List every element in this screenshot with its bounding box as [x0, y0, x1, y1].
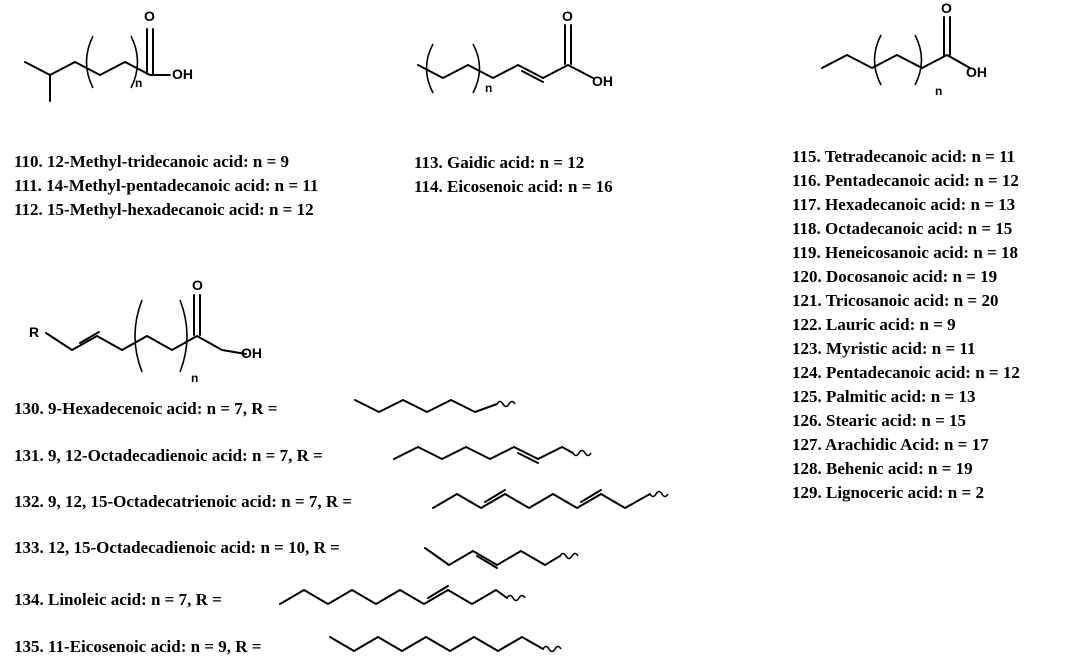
compound-126: 126. Stearic acid: n = 15 [792, 411, 966, 430]
saturated-chain-bonds [821, 54, 971, 69]
compound-127: 127. Arachidic Acid: n = 17 [792, 435, 989, 454]
repeat-n-label: n [135, 76, 142, 90]
oxygen-label: O [192, 277, 203, 293]
r-group-134-structure [279, 585, 526, 605]
compound-133: 133. 12, 15-Octadecadienoic acid: n = 10… [14, 538, 340, 557]
compound-118: 118. Octadecanoic acid: n = 15 [792, 219, 1012, 238]
unsaturated-acid-structure: O OH n [417, 8, 613, 95]
compound-123: 123. Myristic acid: n = 11 [792, 339, 975, 358]
compound-120: 120. Docosanoic acid: n = 19 [792, 267, 997, 286]
r-substituted-acid-structure: R O OH n [29, 277, 262, 385]
compound-130: 130. 9-Hexadecenoic acid: n = 7, R = [14, 399, 277, 418]
r-group-130-structure [354, 399, 516, 413]
compound-134: 134. Linoleic acid: n = 7, R = [14, 590, 222, 609]
compound-132: 132. 9, 12, 15-Octadecatrienoic acid: n … [14, 492, 352, 511]
repeat-n-label: n [935, 84, 942, 98]
hydroxyl-label: OH [241, 345, 262, 361]
compound-115: 115. Tetradecanoic acid: n = 11 [792, 147, 1015, 166]
repeat-bracket-left [425, 43, 434, 94]
r-group-131-structure [393, 446, 592, 464]
repeat-bracket-left [134, 299, 143, 373]
unsaturated-compound-list: 113. Gaidic acid: n = 12 114. Eicosenoic… [414, 153, 613, 196]
r-group-133-structure [424, 547, 579, 569]
oxygen-label: O [941, 0, 952, 16]
compound-117: 117. Hexadecanoic acid: n = 13 [792, 195, 1015, 214]
compound-119: 119. Heneicosanoic acid: n = 18 [792, 243, 1018, 262]
unsaturated-chain-bonds [417, 64, 594, 79]
r-group-135-structure [329, 636, 562, 653]
repeat-bracket-right [472, 43, 481, 94]
compound-125: 125. Palmitic acid: n = 13 [792, 387, 975, 406]
repeat-bracket-right [914, 34, 923, 86]
r-substituted-compound-list: 130. 9-Hexadecenoic acid: n = 7, R = 131… [14, 399, 669, 656]
repeat-n-label: n [485, 81, 492, 95]
saturated-acid-structure: O OH n [821, 0, 987, 98]
compound-122: 122. Lauric acid: n = 9 [792, 315, 956, 334]
compound-124: 124. Pentadecanoic acid: n = 12 [792, 363, 1020, 382]
r-group-132-structure [432, 489, 669, 509]
oxygen-label: O [562, 8, 573, 24]
r-group-label: R [29, 324, 39, 340]
compound-135: 135. 11-Eicosenoic acid: n = 9, R = [14, 637, 261, 656]
alkene-second-bond [521, 70, 544, 83]
saturated-compound-list: 115. Tetradecanoic acid: n = 11 116. Pen… [792, 147, 1020, 502]
compound-113: 113. Gaidic acid: n = 12 [414, 153, 584, 172]
compound-121: 121. Tricosanoic acid: n = 20 [792, 291, 998, 310]
repeat-bracket-right [130, 35, 139, 89]
branched-compound-list: 110. 12-Methyl-tridecanoic acid: n = 9 1… [14, 152, 318, 219]
repeat-n-label: n [191, 371, 198, 385]
compound-112: 112. 15-Methyl-hexadecanoic acid: n = 12 [14, 200, 314, 219]
hydroxyl-label: OH [592, 73, 613, 89]
branched-acid-structure: O OH n [24, 8, 193, 102]
compound-110: 110. 12-Methyl-tridecanoic acid: n = 9 [14, 152, 289, 171]
alkene-second-bond [79, 331, 100, 344]
repeat-bracket-left [85, 35, 94, 89]
hydroxyl-label: OH [172, 66, 193, 82]
compound-116: 116. Pentadecanoic acid: n = 12 [792, 171, 1019, 190]
compound-129: 129. Lignoceric acid: n = 2 [792, 483, 984, 502]
repeat-bracket-right [179, 299, 188, 373]
compound-131: 131. 9, 12-Octadecadienoic acid: n = 7, … [14, 446, 323, 465]
compound-128: 128. Behenic acid: n = 19 [792, 459, 973, 478]
compound-111: 111. 14-Methyl-pentadecanoic acid: n = 1… [14, 176, 318, 195]
repeat-bracket-left [873, 34, 882, 86]
r-chain-bonds [45, 332, 247, 355]
compound-114: 114. Eicosenoic acid: n = 16 [414, 177, 613, 196]
oxygen-label: O [144, 8, 155, 24]
hydroxyl-label: OH [966, 64, 987, 80]
